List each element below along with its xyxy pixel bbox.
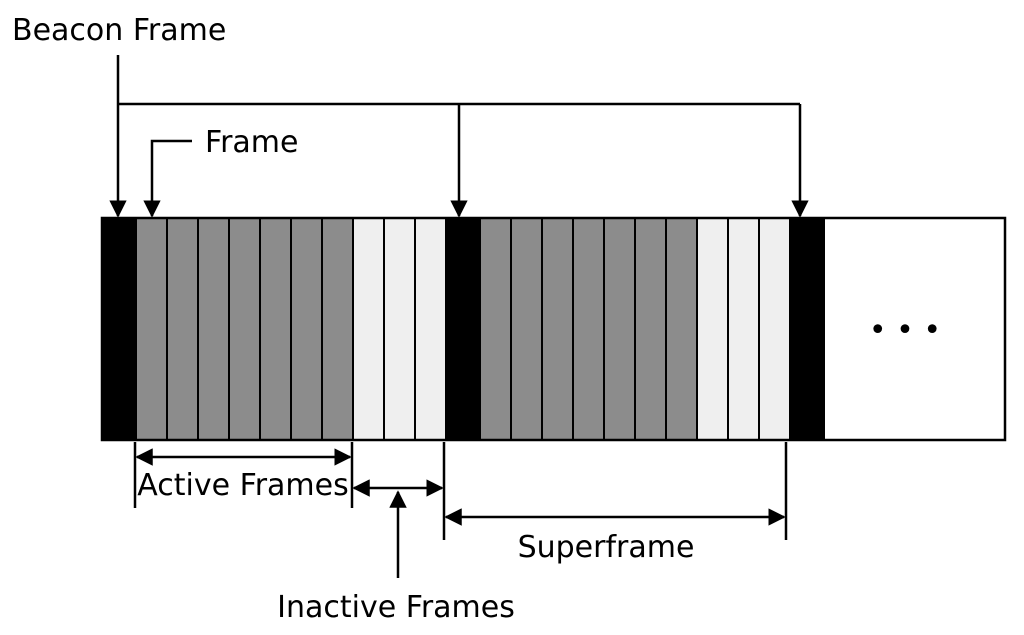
active-frame-cell [166, 217, 199, 441]
active-frame-cell [228, 217, 261, 441]
inactive-frame-cell [727, 217, 760, 441]
strip-border [100, 216, 1007, 442]
beacon-frame-cell [101, 217, 137, 441]
superframe-dimension [444, 442, 788, 540]
active-frame-cell [541, 217, 574, 441]
inactive-frame-cell [383, 217, 416, 441]
active-frame-cell [290, 217, 323, 441]
inactive-frame-cell [414, 217, 447, 441]
beacon-frame-cell [789, 217, 825, 441]
active-frame-cell [572, 217, 605, 441]
beacon-frame-label: Beacon Frame [12, 13, 226, 48]
inactive-frame-cell [696, 217, 729, 441]
beacon-pointer [109, 55, 809, 218]
active-frame-cell [259, 217, 292, 441]
active-frame-cell [510, 217, 543, 441]
active-frame-cell [479, 217, 512, 441]
active-frames-label: Active Frames [137, 468, 348, 503]
active-frame-cell [321, 217, 354, 441]
superframe-label: Superframe [518, 530, 695, 565]
ellipsis-label: • • • [869, 313, 941, 348]
active-frame-cell [665, 217, 698, 441]
active-frames-dimension [133, 442, 354, 508]
active-frame-cell [197, 217, 230, 441]
frame-label: Frame [205, 125, 298, 160]
inactive-frames-label: Inactive Frames [277, 590, 515, 625]
active-frame-cell [634, 217, 667, 441]
inactive-frame-cell [758, 217, 791, 441]
frame-pointer-arrow [143, 139, 192, 218]
beacon-frame-cell [445, 217, 481, 441]
inactive-frame-cell [352, 217, 385, 441]
inactive-frames-dimension [352, 442, 446, 578]
active-frame-cell [603, 217, 636, 441]
active-frame-cell [135, 217, 168, 441]
